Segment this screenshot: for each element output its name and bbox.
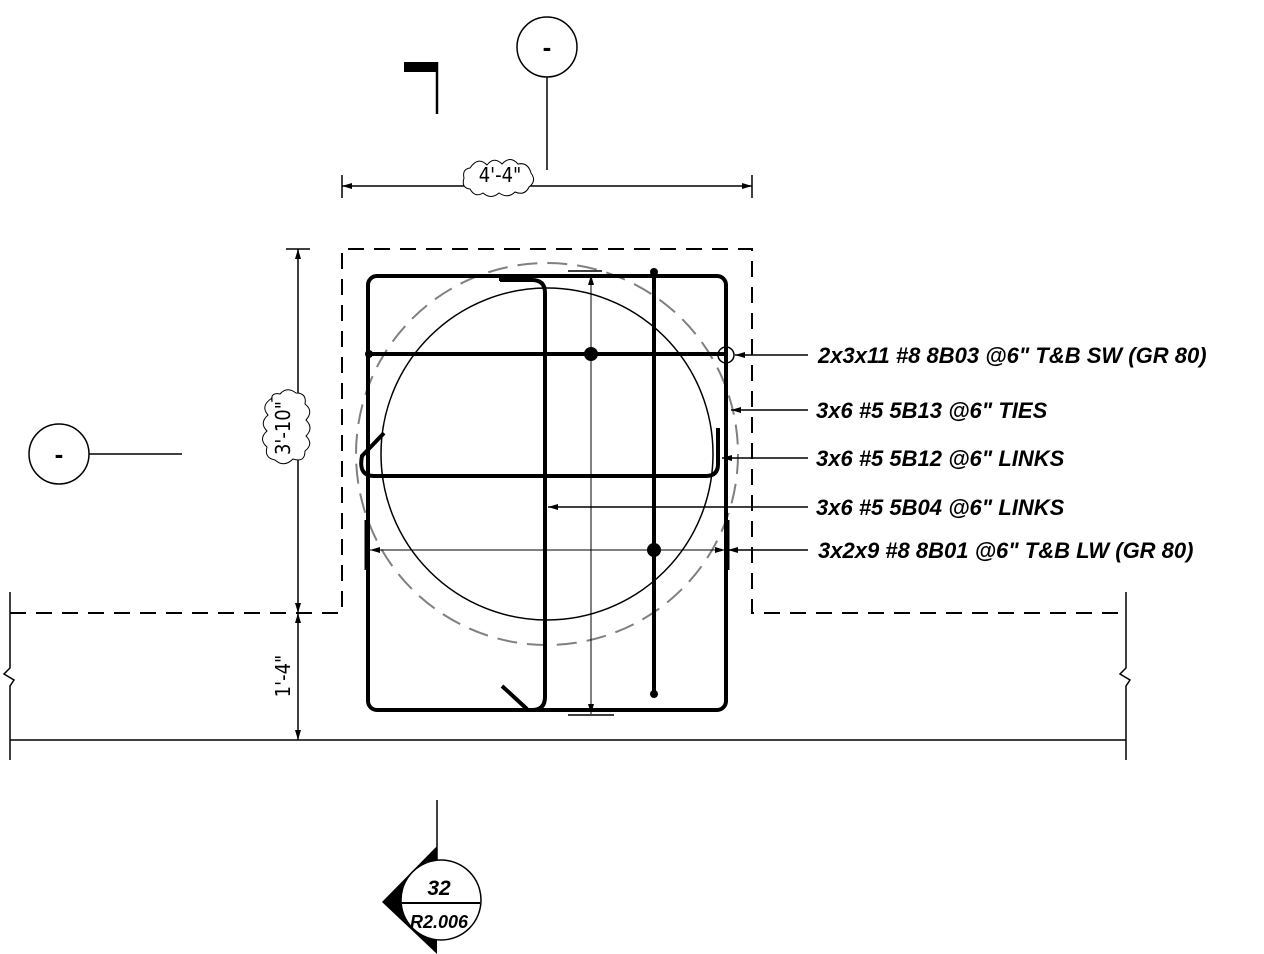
dimension-width: 4'-4" xyxy=(341,159,753,198)
section-bubble-left[interactable]: - xyxy=(28,423,182,485)
detail-tag[interactable]: 32 R2.006 xyxy=(382,800,482,954)
internal-dimension-lines xyxy=(370,270,725,716)
revision-cloud-width xyxy=(462,159,535,197)
callout-8b03: 2x3x11 #8 8B03 @6" T&B SW (GR 80) xyxy=(817,343,1207,368)
detail-tag-number: 32 xyxy=(427,877,451,900)
dimension-height-label: 3'-10" xyxy=(271,401,295,455)
callout-leaders xyxy=(548,352,808,553)
dimension-width-label: 4'-4" xyxy=(479,163,522,187)
dimension-cover-label: 1'-4" xyxy=(271,655,295,698)
link-5b04 xyxy=(499,275,547,712)
section-bubble-top-label: - xyxy=(543,32,552,62)
section-flag-marker xyxy=(404,62,439,114)
detail-tag-sheet: R2.006 xyxy=(410,912,469,932)
callout-5b04: 3x6 #5 5B04 @6" LINKS xyxy=(816,495,1065,520)
tie-outline xyxy=(366,274,728,712)
dimension-cover: 1'-4" xyxy=(271,613,301,740)
dimension-height: 3'-10" xyxy=(262,248,311,613)
pile-outline-dashed xyxy=(355,262,739,646)
section-bubble-left-label: - xyxy=(55,439,64,469)
slab-bottom-edge xyxy=(2,592,1132,760)
link-5b12 xyxy=(359,428,720,478)
revision-cloud-height xyxy=(262,389,311,465)
callout-5b12: 3x6 #5 5B12 @6" LINKS xyxy=(816,446,1065,471)
rebar-8b01 xyxy=(647,268,661,698)
rebar-8b03 xyxy=(365,346,735,364)
section-bubble-top[interactable]: - xyxy=(516,16,578,170)
callout-8b01: 3x2x9 #8 8B01 @6" T&B LW (GR 80) xyxy=(818,538,1193,563)
callout-5b13: 3x6 #5 5B13 @6" TIES xyxy=(816,398,1048,423)
